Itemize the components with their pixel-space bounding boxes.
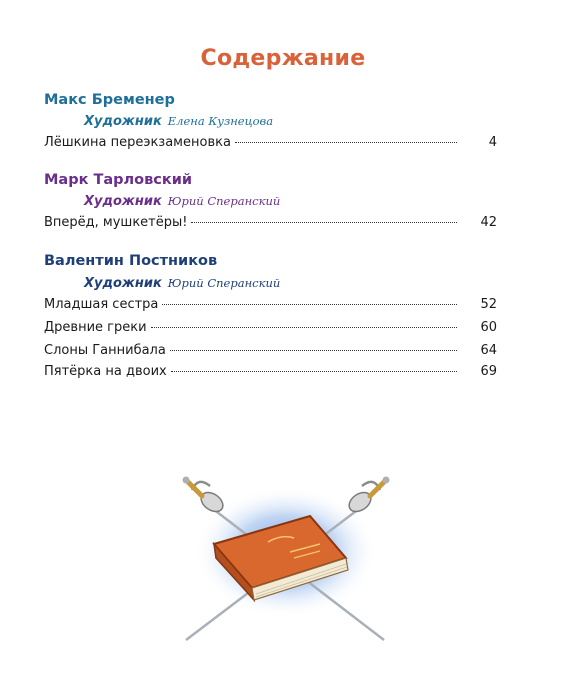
toc-entry-page: 4 <box>488 135 497 150</box>
artist-label: Художник <box>84 114 162 129</box>
author-bremener: Макс Бременер <box>44 92 175 108</box>
toc-entry-title: Лёшкина переэкзаменовка <box>44 135 231 150</box>
toc-entry-page: 69 <box>480 364 497 379</box>
leader-dots <box>170 371 457 372</box>
artist-line-3: Художник Юрий Сперанский <box>84 276 280 291</box>
sword-hilt-left <box>182 476 224 513</box>
toc-entry-title: Вперёд, мушкетёры! <box>44 215 188 230</box>
toc-entry-page: 64 <box>480 343 497 358</box>
toc-entry[interactable]: Древние греки 60 <box>44 320 497 338</box>
toc-entry[interactable]: Вперёд, мушкетёры! 42 <box>44 215 497 233</box>
author-tarlovsky: Марк Тарловский <box>44 172 193 188</box>
toc-entry[interactable]: Пятёрка на двоих 69 <box>44 364 497 382</box>
artist-label: Художник <box>84 194 162 209</box>
artist-label: Художник <box>84 276 162 291</box>
artist-line-2: Художник Юрий Сперанский <box>84 194 280 209</box>
toc-entry[interactable]: Слоны Ганнибала 64 <box>44 343 497 361</box>
leader-dots <box>162 304 457 305</box>
artist-name: Юрий Сперанский <box>167 276 281 290</box>
leader-dots <box>150 327 457 328</box>
toc-entry-title: Слоны Ганнибала <box>44 343 166 358</box>
toc-entry-title: Младшая сестра <box>44 297 159 312</box>
toc-entry-page: 42 <box>480 215 497 230</box>
crossed-swords-book-icon <box>182 476 390 641</box>
toc-entry-title: Пятёрка на двоих <box>44 364 167 379</box>
book-icon <box>212 514 349 603</box>
toc-entry[interactable]: Лёшкина переэкзаменовка 4 <box>44 135 497 153</box>
artist-name: Юрий Сперанский <box>167 194 281 208</box>
toc-entry-title: Древние греки <box>44 320 147 335</box>
contents-title: Содержание <box>200 46 366 71</box>
toc-entry[interactable]: Младшая сестра 52 <box>44 297 497 315</box>
artist-name: Елена Кузнецова <box>167 114 274 128</box>
leader-dots <box>169 350 457 351</box>
author-postnikov: Валентин Постников <box>44 253 218 269</box>
toc-entry-page: 52 <box>480 297 497 312</box>
leader-dots <box>234 142 457 143</box>
leader-dots <box>191 222 457 223</box>
sword-hilt-right <box>348 476 390 513</box>
toc-entry-page: 60 <box>480 320 497 335</box>
artist-line-1: Художник Елена Кузнецова <box>84 114 273 129</box>
